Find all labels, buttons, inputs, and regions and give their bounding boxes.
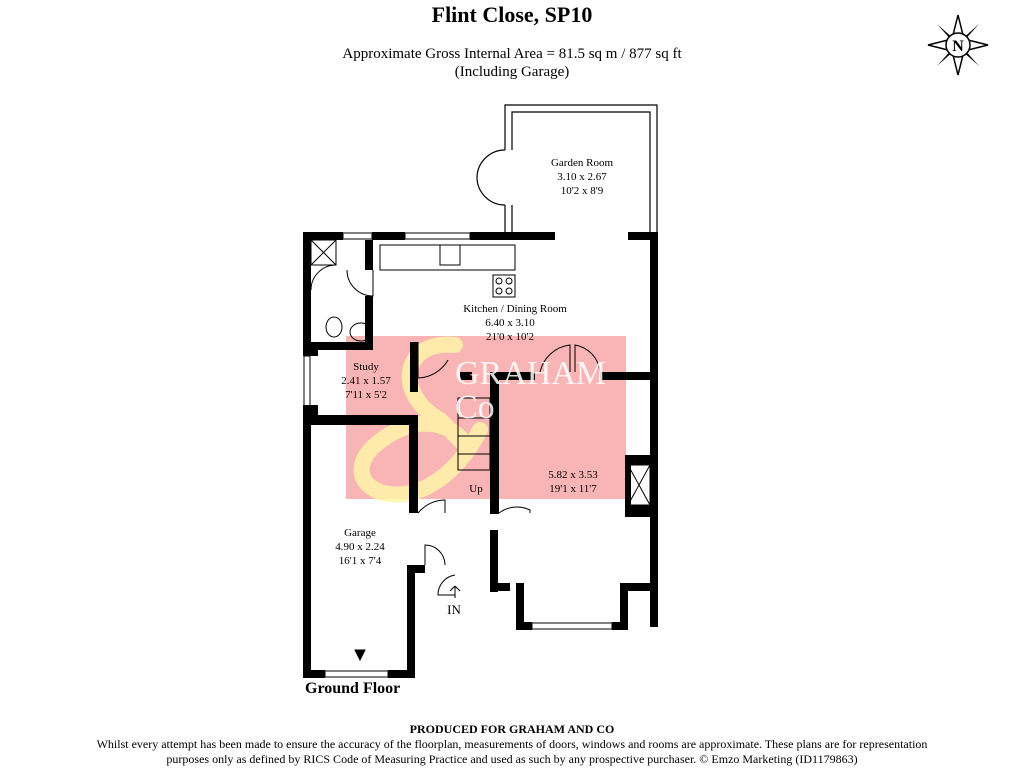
walls (303, 232, 658, 678)
area-summary: Approximate Gross Internal Area = 81.5 s… (0, 45, 1024, 81)
room-imperial-garden: 10'2 x 8'9 (561, 185, 604, 197)
room-imperial-garage: 16'1 x 7'4 (339, 555, 382, 567)
entrance-label: IN (447, 602, 461, 617)
room-name-garage: Garage (344, 527, 376, 539)
room-metric-garage: 4.90 x 2.24 (335, 541, 385, 553)
floor-label: Ground Floor (305, 680, 401, 697)
room-imperial-living: 19'1 x 11'7 (549, 483, 597, 495)
watermark-graham: GRAHAM (455, 355, 606, 392)
garden-room-walls (476, 104, 658, 232)
room-name-kitchen: Kitchen / Dining Room (463, 303, 567, 315)
gross-area: Approximate Gross Internal Area = 81.5 s… (342, 46, 682, 62)
disclaimer-line-2: purposes only as defined by RICS Code of… (166, 752, 858, 766)
room-metric-garden: 3.10 x 2.67 (557, 171, 607, 183)
watermark-text: GRAHAM Co (455, 355, 606, 426)
compass-icon: N (927, 14, 989, 76)
fixtures (303, 232, 651, 678)
room-metric-living: 5.82 x 3.53 (548, 469, 598, 481)
room-imperial-study: 7'11 x 5'2 (345, 389, 387, 401)
room-imperial-kitchen: 21'0 x 10'2 (486, 331, 534, 343)
compass-north-label: N (952, 38, 964, 55)
watermark-co: Co (455, 389, 495, 426)
stairs-up-label: Up (469, 483, 483, 495)
room-metric-kitchen: 6.40 x 3.10 (485, 317, 535, 329)
room-name-garden: Garden Room (551, 157, 613, 169)
room-metric-study: 2.41 x 1.57 (341, 375, 391, 387)
disclaimer-line-1: Whilst every attempt has been made to en… (96, 737, 928, 751)
produced-for: PRODUCED FOR GRAHAM AND CO (409, 722, 615, 736)
room-name-study: Study (353, 361, 379, 373)
disclaimer: Whilst every attempt has been made to en… (10, 737, 1014, 767)
plan-title: Flint Close, SP10 (431, 2, 593, 27)
room-labels: Garden Room 3.10 x 2.67 10'2 x 8'9 Kitch… (335, 157, 613, 617)
area-note: (Including Garage) (454, 64, 570, 80)
